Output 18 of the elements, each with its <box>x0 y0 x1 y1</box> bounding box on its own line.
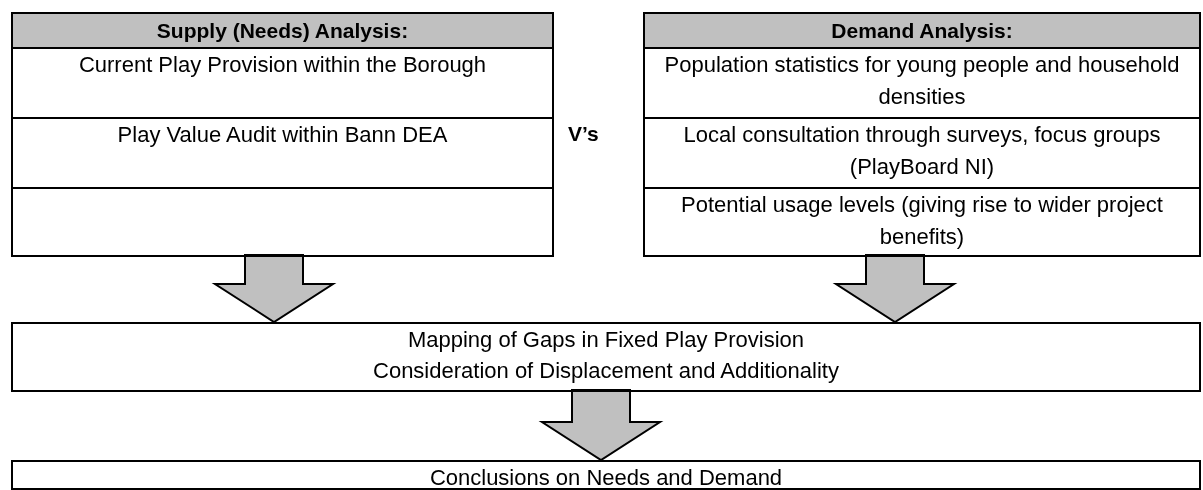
process-box <box>11 460 1201 490</box>
table-row: Play Value Audit within Bann DEA <box>13 117 552 187</box>
process-box <box>11 322 1201 392</box>
table-header: Supply (Needs) Analysis: <box>13 14 552 49</box>
table-row: Population statistics for young people and household densities <box>645 47 1199 117</box>
block-arrow <box>832 254 958 324</box>
table-row: Local consultation through surveys, focus groups (PlayBoard NI) <box>645 117 1199 187</box>
box-text: Consideration of Displacement and Additionality <box>372 357 840 385</box>
analysis-table <box>643 12 1201 257</box>
analysis-table <box>11 12 554 257</box>
table-header: Demand Analysis: <box>645 14 1199 49</box>
box-text: Mapping of Gaps in Fixed Play Provision <box>406 326 806 354</box>
block-arrow <box>211 254 337 324</box>
box-text: Conclusions on Needs and Demand <box>428 464 784 490</box>
block-arrow <box>538 389 664 462</box>
table-row: Potential usage levels (giving rise to wider project benefits) <box>645 187 1199 255</box>
versus-label: V’s <box>568 122 599 146</box>
table-row: Current Play Provision within the Borough <box>13 47 552 117</box>
